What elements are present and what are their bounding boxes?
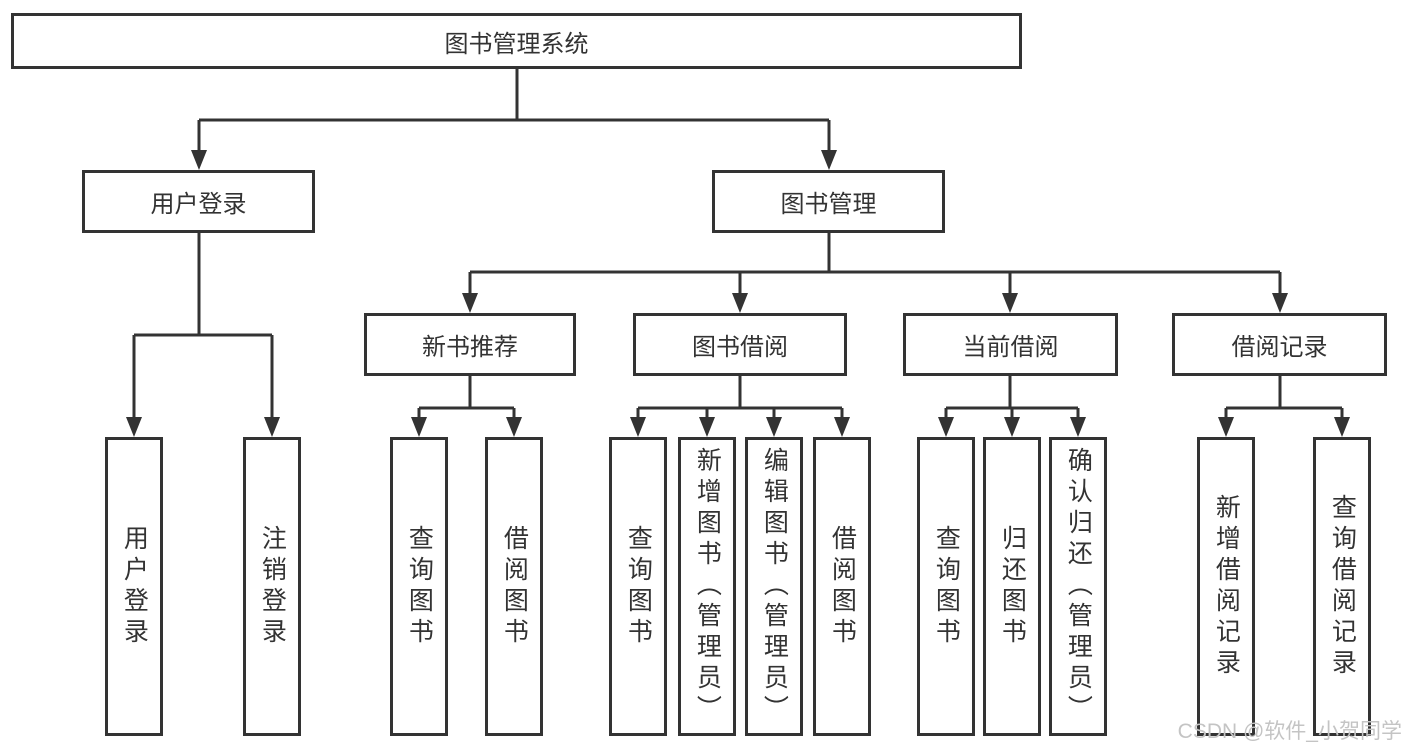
node-query-books-current: 查询图书 bbox=[917, 437, 975, 736]
node-query-books-borrow: 查询图书 bbox=[609, 437, 667, 736]
node-borrowing-records: 借阅记录 bbox=[1172, 313, 1387, 376]
node-logout: 注销登录 bbox=[243, 437, 301, 736]
tree-arrowheads bbox=[126, 150, 1350, 437]
node-add-borrow-record: 新增借阅记录 bbox=[1197, 437, 1255, 736]
node-add-books-admin: 新增图书（管理员） bbox=[678, 437, 736, 736]
node-book-borrowing: 图书借阅 bbox=[633, 313, 847, 376]
node-book-management: 图书管理 bbox=[712, 170, 945, 233]
node-edit-books-admin: 编辑图书（管理员） bbox=[745, 437, 803, 736]
csdn-watermark: CSDN @软件_小贺同学 bbox=[1177, 720, 1402, 743]
node-library-management-system: 图书管理系统 bbox=[11, 13, 1022, 69]
node-query-books-recommend: 查询图书 bbox=[390, 437, 448, 736]
node-confirm-return-admin: 确认归还（管理员） bbox=[1049, 437, 1107, 736]
tree-edges bbox=[132, 69, 1344, 421]
node-user-login: 用户登录 bbox=[105, 437, 163, 736]
node-return-books: 归还图书 bbox=[983, 437, 1041, 736]
node-current-borrowing: 当前借阅 bbox=[903, 313, 1118, 376]
node-borrow-books-recommend: 借阅图书 bbox=[485, 437, 543, 736]
node-borrow-books: 借阅图书 bbox=[813, 437, 871, 736]
node-user-login-group: 用户登录 bbox=[82, 170, 315, 233]
node-query-borrow-record: 查询借阅记录 bbox=[1313, 437, 1371, 736]
node-new-book-recommendation: 新书推荐 bbox=[364, 313, 576, 376]
